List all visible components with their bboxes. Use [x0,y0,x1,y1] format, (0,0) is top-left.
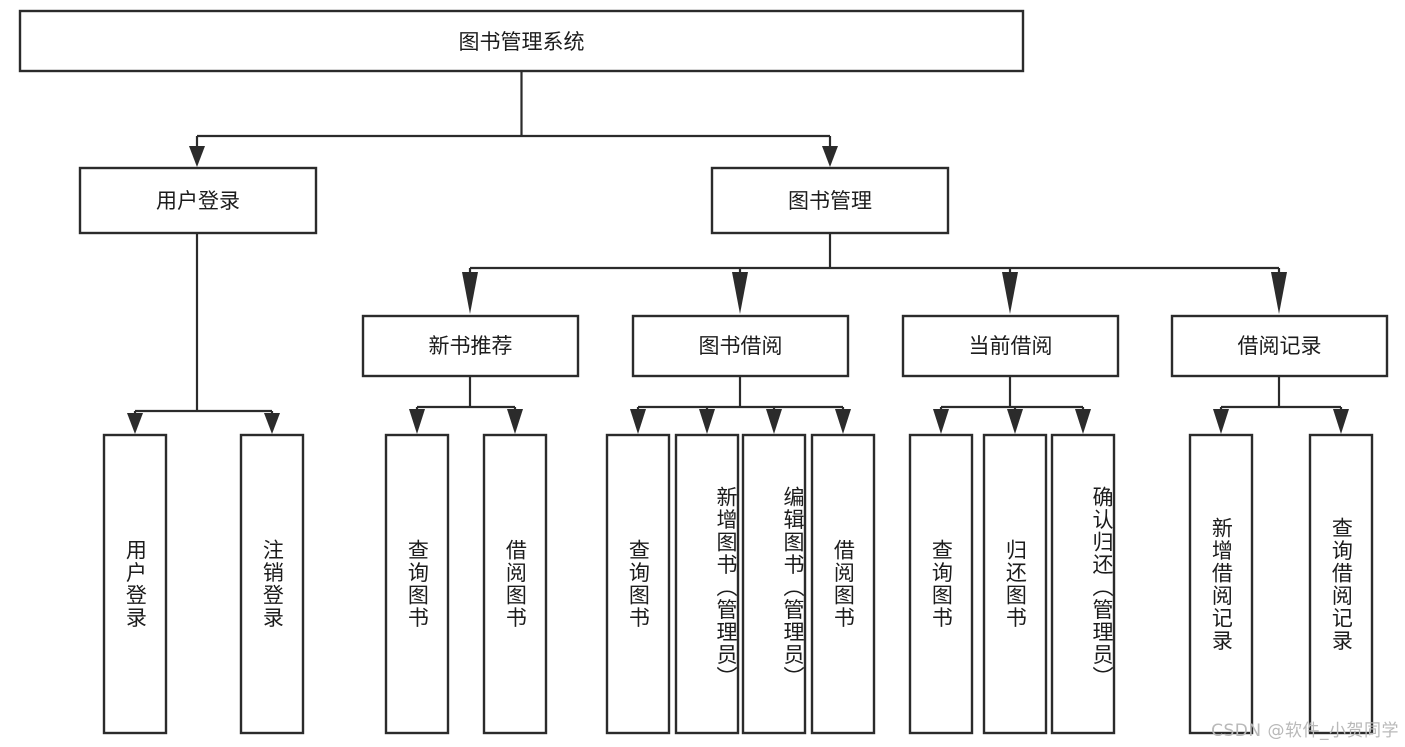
node-box-leaf-user-login[interactable] [102,433,168,735]
arrow-new-book-recommend [462,272,478,314]
connector-group-current-borrow [933,376,1091,434]
connector-group-user-login [127,233,280,434]
arrow-leaf-return-book [1007,409,1023,434]
arrow-book-borrow [732,272,748,314]
node-box-book-management[interactable] [710,166,950,235]
arrow-leaf-logout-login [264,413,280,434]
leaf-box-group [102,433,1374,735]
node-box-root[interactable] [18,9,1025,73]
arrow-leaf-query-book-borrow [630,409,646,434]
arrow-book-management [822,146,838,167]
node-label-book-borrow: 图书借阅 [699,334,783,358]
node-box-leaf-query-book-borrow[interactable] [605,433,671,735]
node-current-borrow[interactable]: 当前借阅 [901,314,1120,378]
connector-group-root [189,71,838,167]
node-new-book-recommend[interactable]: 新书推荐 [361,314,580,378]
arrow-leaf-edit-book-admin [766,409,782,434]
arrow-leaf-query-book-recommend [409,409,425,434]
node-box-leaf-query-book-recommend[interactable] [384,433,450,735]
node-label-current-borrow: 当前借阅 [969,334,1053,358]
node-label-new-book-recommend: 新书推荐 [429,334,513,358]
connector-group-book-borrow [630,376,851,434]
node-box-leaf-add-book-admin[interactable] [674,433,740,735]
node-root[interactable]: 图书管理系统 [18,9,1025,73]
node-box-leaf-query-book-current[interactable] [908,433,974,735]
arrow-current-borrow [1002,272,1018,314]
node-box-leaf-return-book[interactable] [982,433,1048,735]
arrow-leaf-query-borrow-record [1333,409,1349,434]
node-box-leaf-edit-book-admin[interactable] [741,433,807,735]
node-box-borrow-records[interactable] [1170,314,1389,378]
node-label-book-management: 图书管理 [788,189,872,213]
node-box-leaf-borrow-book-recommend[interactable] [482,433,548,735]
node-box-user-login[interactable] [78,166,318,235]
node-box-new-book-recommend[interactable] [361,314,580,378]
arrow-leaf-borrow-book-recommend [507,409,523,434]
connector-group-book-management [462,233,1287,314]
connector-group-new-book-recommend [409,376,523,434]
node-box-leaf-confirm-return-admin[interactable] [1050,433,1116,735]
node-box-book-borrow[interactable] [631,314,850,378]
node-label-user-login: 用户登录 [156,189,240,213]
node-box-current-borrow[interactable] [901,314,1120,378]
node-box-leaf-borrow-book[interactable] [810,433,876,735]
arrow-leaf-query-book-current [933,409,949,434]
node-label-borrow-records: 借阅记录 [1238,334,1322,358]
csdn-watermark: CSDN @软件_小贺同学 [1211,721,1399,741]
node-borrow-records[interactable]: 借阅记录 [1170,314,1389,378]
node-book-borrow[interactable]: 图书借阅 [631,314,850,378]
arrow-leaf-confirm-return-admin [1075,409,1091,434]
node-box-leaf-add-borrow-record[interactable] [1188,433,1254,735]
node-book-management[interactable]: 图书管理 [710,166,950,235]
connector-group-borrow-records [1213,376,1349,434]
arrow-borrow-records [1271,272,1287,314]
node-box-leaf-query-borrow-record[interactable] [1308,433,1374,735]
node-label-root: 图书管理系统 [459,30,585,54]
arrow-leaf-user-login [127,413,143,434]
node-user-login[interactable]: 用户登录 [78,166,318,235]
arrow-user-login [189,146,205,167]
arrow-leaf-add-book-admin [699,409,715,434]
node-box-leaf-logout-login[interactable] [239,433,305,735]
arrow-leaf-borrow-book [835,409,851,434]
arrow-leaf-add-borrow-record [1213,409,1229,434]
